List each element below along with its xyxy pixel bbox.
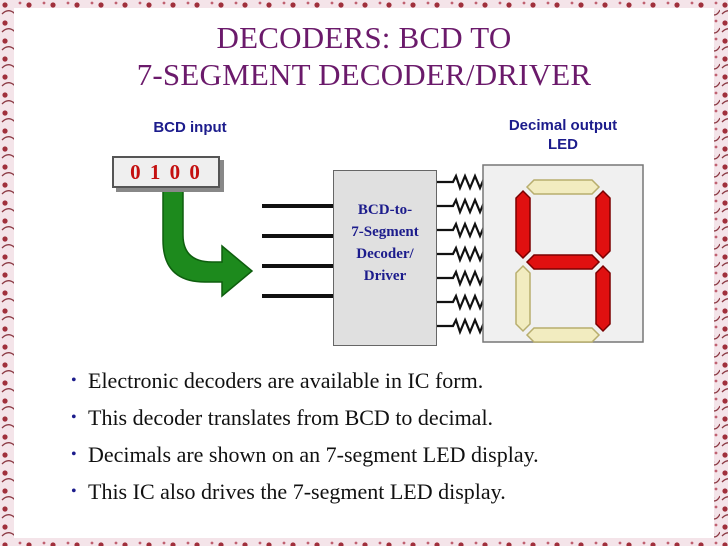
- decoder-chip: [333, 170, 437, 346]
- segment-a: [525, 179, 601, 195]
- bullet-text: Electronic decoders are available in IC …: [88, 368, 484, 393]
- slide-title-line-1: DECODERS: BCD TO: [216, 20, 512, 55]
- decoder-label-line: BCD-to-: [357, 202, 413, 218]
- bullet-item: • This decoder translates from BCD to dec…: [70, 403, 539, 440]
- seven-segment-digit: [515, 179, 611, 343]
- decoder-label-line: Decoder/: [356, 246, 414, 262]
- input-lines: [262, 204, 334, 298]
- bullet-item: • Electronic decoders are available in IC…: [70, 366, 539, 403]
- decimal-output-label: Decimal output LED: [482, 116, 644, 154]
- decoder-label-line: 7-Segment: [351, 224, 419, 240]
- bullet-text: This IC also drives the 7-segment LED di…: [88, 479, 506, 504]
- segment-g: [525, 254, 601, 270]
- segment-e: [515, 264, 531, 333]
- bullet-icon: •: [71, 409, 77, 426]
- bullet-item: • Decimals are shown on an 7-segment LED …: [70, 440, 539, 477]
- bullet-icon: •: [71, 446, 77, 463]
- slide-title-line-2: 7-SEGMENT DECODER/DRIVER: [136, 57, 592, 92]
- bullet-text: This decoder translates from BCD to deci…: [88, 405, 494, 430]
- decimal-output-label-line-1: Decimal output: [508, 117, 618, 134]
- bullet-icon: •: [71, 483, 77, 500]
- bullet-text: Decimals are shown on an 7-segment LED d…: [88, 442, 539, 467]
- decimal-output-label-line-2: LED: [548, 136, 578, 153]
- segment-d: [525, 327, 601, 343]
- bullet-item: • This IC also drives the 7-segment LED d…: [70, 477, 539, 514]
- green-arrow-icon: [162, 189, 254, 298]
- segment-b: [595, 189, 611, 260]
- bcd-input-value: 0 1 0 0: [112, 156, 220, 188]
- bullet-icon: •: [71, 372, 77, 389]
- segment-c: [595, 264, 611, 333]
- bullet-list: • Electronic decoders are available in IC…: [70, 366, 539, 514]
- decoder-chip-label: BCD-to- 7-Segment Decoder/ Driver: [333, 199, 437, 287]
- bcd-input-label: BCD input: [153, 119, 227, 136]
- decoder-label-line: Driver: [363, 268, 407, 284]
- segment-f: [515, 189, 531, 260]
